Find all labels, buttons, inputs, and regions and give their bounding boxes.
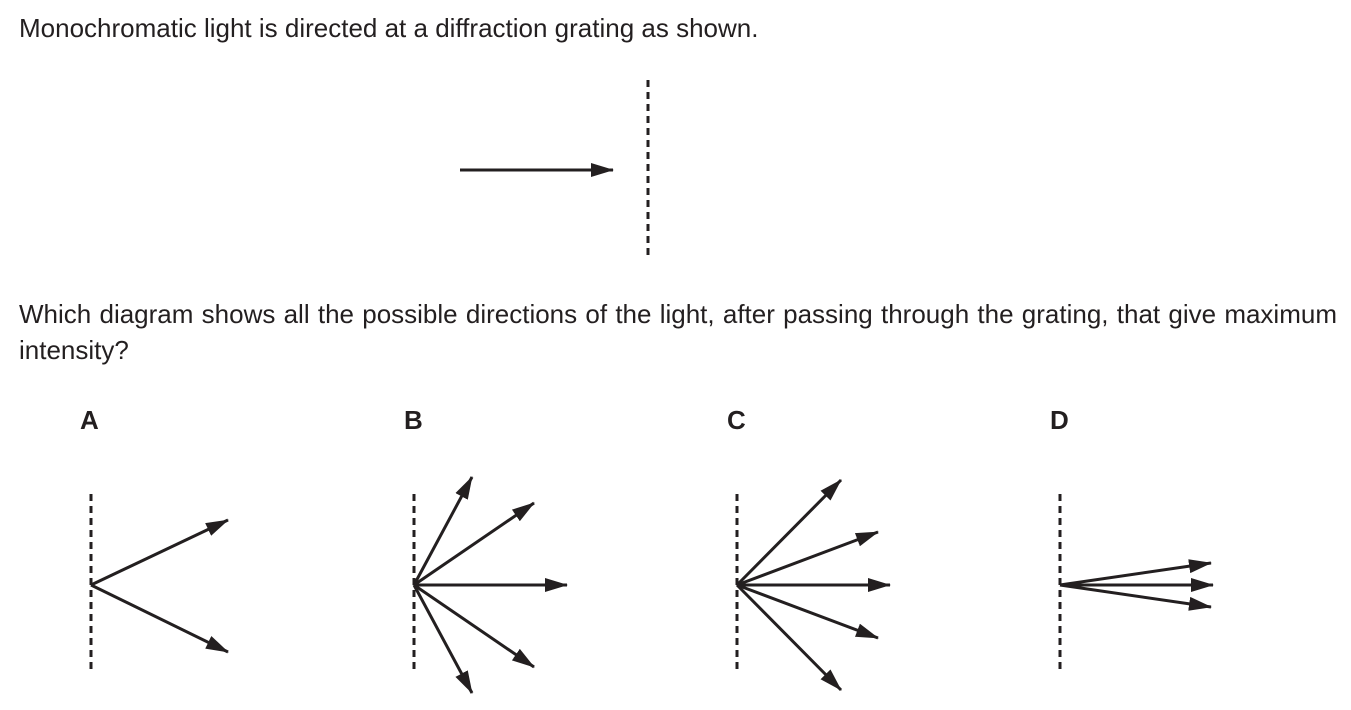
option-a-ray-2 [90, 583, 229, 654]
option-c-ray-4 [736, 583, 879, 640]
option-c-label[interactable]: C [727, 405, 746, 435]
option-d-label[interactable]: D [1050, 405, 1069, 435]
option-b-diagram[interactable] [412, 476, 568, 694]
option-c-ray-1 [735, 478, 843, 587]
option-d-ray-1 [1059, 559, 1212, 587]
option-c-ray-2 [736, 530, 879, 587]
option-b-label[interactable]: B [404, 405, 423, 435]
option-b-ray-5 [412, 584, 474, 694]
option-c-ray-5 [735, 583, 843, 692]
intro-text: Monochromatic light is directed at a dif… [19, 13, 759, 43]
option-b-ray-2 [413, 501, 535, 587]
option-c-diagram[interactable] [735, 478, 891, 692]
option-a-diagram[interactable] [89, 494, 229, 672]
question-text: Which diagram shows all the possible dir… [19, 299, 1337, 365]
option-a-ray-1 [90, 518, 229, 587]
setup-diagram [460, 80, 650, 257]
option-b-ray-4 [413, 583, 535, 669]
option-d-diagram[interactable] [1058, 494, 1214, 672]
option-b-ray-1 [412, 476, 474, 586]
option-a-label[interactable]: A [80, 405, 99, 435]
option-d-ray-3 [1059, 583, 1212, 611]
